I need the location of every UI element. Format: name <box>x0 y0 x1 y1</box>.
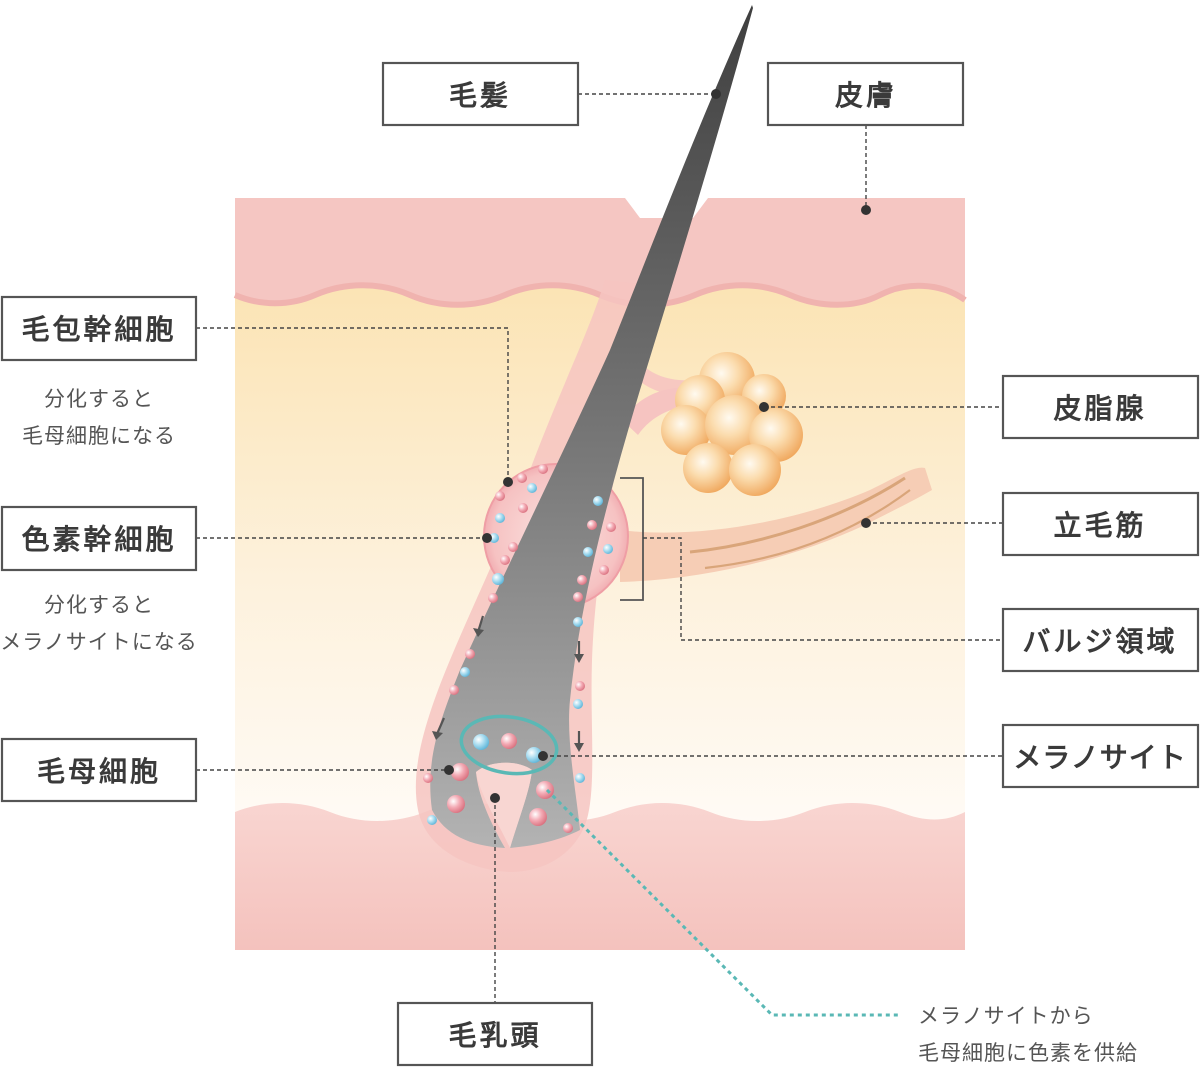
bulge-leader <box>643 537 1003 641</box>
epidermis-layer <box>235 198 965 305</box>
follicle-stem-label: 毛包幹細胞 <box>0 295 198 362</box>
hair-shaft <box>430 5 753 848</box>
arrector-label: 立毛筋 <box>1001 491 1200 557</box>
papilla-label-text: 毛乳頭 <box>448 1019 541 1052</box>
hypodermis-layer <box>235 803 965 950</box>
arrector-muscle <box>620 467 932 582</box>
bulge-label-text: バルジ領域 <box>1022 625 1177 658</box>
supply-note-2: 毛母細胞に色素を供給 <box>918 1041 1138 1065</box>
cell-group <box>423 464 616 833</box>
bulge-label: バルジ領域 <box>1001 607 1200 673</box>
matrix-label: 毛母細胞 <box>0 737 198 803</box>
bulge-bracket <box>620 477 644 601</box>
matrix-label-text: 毛母細胞 <box>37 755 161 788</box>
pigment-stem-label: 色素幹細胞 <box>0 505 198 572</box>
sebaceous-label-text: 皮脂腺 <box>1053 392 1146 425</box>
skin-label: 皮膚 <box>766 61 965 127</box>
hair-label: 毛髪 <box>381 61 580 127</box>
follicle-stem-note-2: 毛母細胞になる <box>22 424 176 448</box>
migration-arrows <box>432 615 584 752</box>
papilla-label: 毛乳頭 <box>396 1001 594 1067</box>
pigment-stem-label-text: 色素幹細胞 <box>21 523 176 556</box>
follicle-stem-label-text: 毛包幹細胞 <box>21 313 176 346</box>
muscle-fiber-2 <box>704 489 911 570</box>
arrector-label-text: 立毛筋 <box>1053 509 1146 542</box>
pigment-stem-note-2: メラノサイトになる <box>0 630 198 654</box>
melanocyte-label: メラノサイト <box>1001 723 1200 789</box>
dermal-papilla <box>476 762 532 848</box>
follicle-stem-note-1: 分化すると <box>44 387 154 411</box>
sebaceous-label: 皮脂腺 <box>1001 374 1200 440</box>
melanocyte-ring <box>459 714 559 776</box>
muscle-fiber-1 <box>689 476 906 554</box>
supply-note-1: メラノサイトから <box>918 1004 1094 1028</box>
supply-leader <box>545 788 898 1017</box>
sebaceous-gland <box>661 352 803 496</box>
epidermis-edge <box>233 282 967 308</box>
melanocyte-label-text: メラノサイト <box>1013 741 1186 774</box>
hair-label-text: 毛髪 <box>449 79 511 112</box>
follicle-stem-leader <box>196 327 509 482</box>
pigment-stem-note-1: 分化すると <box>44 593 154 617</box>
leader-dots <box>444 89 871 803</box>
skin-label-text: 皮膚 <box>835 79 897 112</box>
